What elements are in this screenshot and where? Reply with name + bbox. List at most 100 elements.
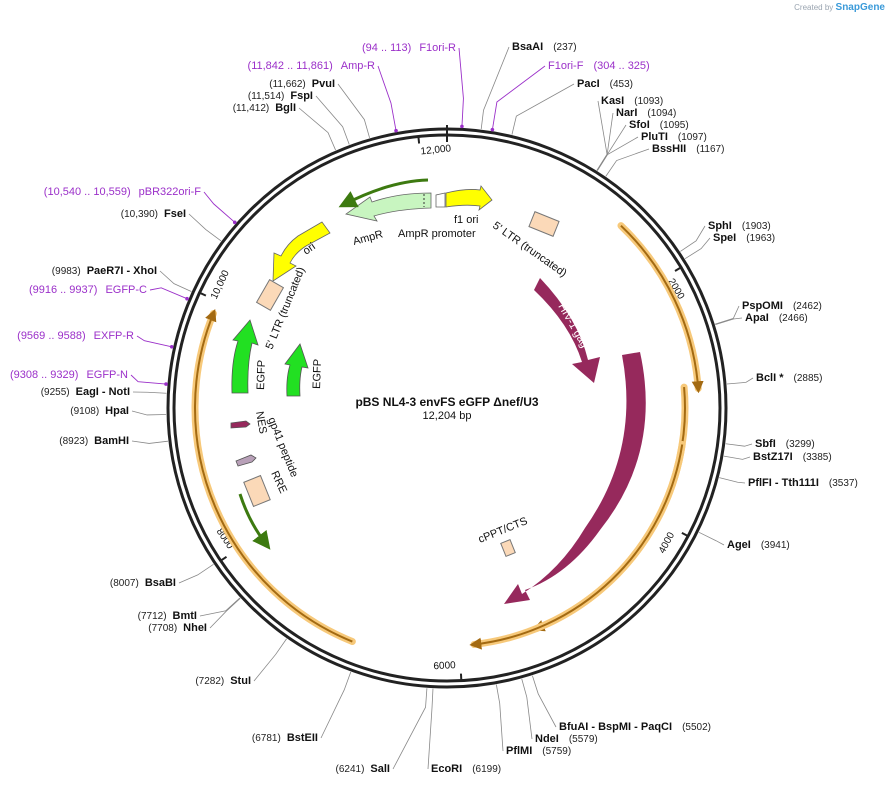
- primer-mark: [185, 296, 189, 301]
- site-leader: [511, 83, 575, 135]
- gp41-label: gp41 peptide: [265, 416, 300, 479]
- feature-nes[interactable]: NES: [230, 410, 269, 435]
- tick-mark: [220, 555, 228, 562]
- site-position: (6199): [472, 764, 501, 775]
- feature-f1-ori[interactable]: f1 ori: [445, 185, 493, 226]
- site-leader: [480, 46, 510, 130]
- site-leader: [596, 100, 608, 171]
- feature-cppt-cts[interactable]: cPPT/CTS: [477, 515, 530, 558]
- site-name[interactable]: SalI: [370, 763, 390, 775]
- site-leader: [178, 564, 214, 584]
- feature-ampr-promoter[interactable]: AmpR promoter: [398, 192, 476, 240]
- site-leader: [495, 684, 504, 752]
- feature-egfp-inner[interactable]: EGFP: [284, 343, 324, 397]
- site-position: (11,514): [248, 91, 285, 102]
- site-leader: [199, 597, 241, 617]
- site-name[interactable]: BglI: [275, 102, 296, 114]
- primer-leader: [377, 65, 397, 131]
- site-name[interactable]: BsaAI: [512, 41, 543, 53]
- site-name[interactable]: ApaI: [745, 312, 769, 324]
- site-name[interactable]: NarI: [616, 107, 637, 119]
- f1-ori-label: f1 ori: [454, 214, 478, 226]
- ampr-label: AmpR: [352, 228, 385, 248]
- site-leader: [209, 597, 241, 629]
- site-name[interactable]: FseI: [164, 208, 186, 220]
- site-name[interactable]: PflMI: [506, 745, 532, 757]
- site-name[interactable]: KasI: [601, 95, 624, 107]
- site-name[interactable]: BstEII: [287, 732, 318, 744]
- site-name[interactable]: BstZ17I: [753, 451, 793, 463]
- orange-arc-3[interactable]: [469, 444, 684, 650]
- feature-egfp-outer[interactable]: EGFP: [231, 319, 268, 394]
- primer-mark: [169, 344, 174, 349]
- site-name[interactable]: PluTI: [641, 131, 668, 143]
- site-position: (1097): [678, 132, 707, 143]
- site-name[interactable]: BssHII: [652, 143, 686, 155]
- site-name[interactable]: AgeI: [727, 539, 751, 551]
- feature-hiv1-gag[interactable]: HIV-1 gag: [534, 278, 600, 383]
- site-name[interactable]: BclI *: [756, 372, 784, 384]
- primer-name[interactable]: Amp-R: [341, 60, 375, 72]
- site-name[interactable]: EcoRI: [431, 763, 462, 775]
- site-name[interactable]: EagI - NotI: [76, 386, 130, 398]
- site-name[interactable]: SphI: [708, 220, 732, 232]
- primer-range: (11,842 .. 11,861): [248, 60, 333, 72]
- primer-name[interactable]: EGFP-C: [105, 284, 147, 296]
- primer-leader: [491, 65, 546, 130]
- site-leader: [159, 270, 192, 292]
- site-name[interactable]: PvuI: [312, 78, 335, 90]
- primer-leader: [136, 335, 172, 348]
- site-name[interactable]: PspOMI: [742, 300, 783, 312]
- ori-label: ori: [301, 241, 318, 258]
- primer-name[interactable]: pBR322ori-F: [139, 186, 202, 198]
- brand-name: SnapGene: [835, 2, 885, 13]
- site-name[interactable]: HpaI: [105, 405, 129, 417]
- site-name[interactable]: PacI: [577, 78, 600, 90]
- site-leader: [698, 531, 725, 546]
- site-leader: [298, 107, 336, 151]
- site-name[interactable]: PflFI - Tth111I: [748, 477, 819, 489]
- site-name[interactable]: SfoI: [629, 119, 650, 131]
- site-leader: [597, 136, 639, 171]
- feature-ltr-right[interactable]: 5' LTR (truncated): [490, 211, 569, 280]
- site-position: (7282): [195, 676, 224, 687]
- site-name[interactable]: BfuAI - BspMI - PaqCI: [559, 721, 672, 733]
- site-position: (6241): [336, 764, 365, 775]
- tick-mark: [674, 266, 682, 272]
- primer-name[interactable]: EGFP-N: [86, 369, 128, 381]
- site-leader: [315, 95, 350, 145]
- feature-ltr-left[interactable]: 5' LTR (truncated): [255, 266, 308, 352]
- site-name[interactable]: BmtI: [173, 610, 197, 622]
- primer-mark: [490, 127, 495, 132]
- site-leader: [188, 213, 222, 242]
- site-name[interactable]: FspI: [290, 90, 313, 102]
- site-leader: [131, 410, 167, 416]
- site-position: (5579): [569, 734, 598, 745]
- feature-ori[interactable]: ori: [272, 221, 331, 282]
- tick-label: 6000: [433, 660, 456, 672]
- site-name[interactable]: BamHI: [94, 435, 129, 447]
- site-name[interactable]: SbfI: [755, 438, 776, 450]
- primer-leader: [203, 191, 236, 223]
- brand-prefix: Created by: [794, 3, 834, 12]
- site-leader: [521, 678, 533, 740]
- orange-arc-1[interactable]: [620, 224, 704, 394]
- orange-arc-4[interactable]: [194, 309, 353, 643]
- site-leader: [253, 638, 287, 682]
- primer-name[interactable]: EXFP-R: [94, 330, 134, 342]
- site-name[interactable]: BsaBI: [145, 577, 176, 589]
- site-position: (5759): [542, 746, 571, 757]
- site-name[interactable]: NdeI: [535, 733, 559, 745]
- primer-name[interactable]: F1ori-F: [548, 60, 584, 72]
- site-name[interactable]: PaeR7I - XhoI: [87, 265, 157, 277]
- site-position: (237): [553, 42, 576, 53]
- site-position: (9255): [41, 387, 70, 398]
- egfp-outer-label: EGFP: [255, 360, 268, 390]
- primer-name[interactable]: F1ori-R: [419, 42, 456, 54]
- feature-rre[interactable]: RRE: [238, 469, 289, 550]
- site-name[interactable]: StuI: [230, 675, 251, 687]
- site-leader: [532, 675, 557, 728]
- site-position: (453): [610, 79, 633, 90]
- site-name[interactable]: NheI: [183, 622, 207, 634]
- site-name[interactable]: SpeI: [713, 232, 736, 244]
